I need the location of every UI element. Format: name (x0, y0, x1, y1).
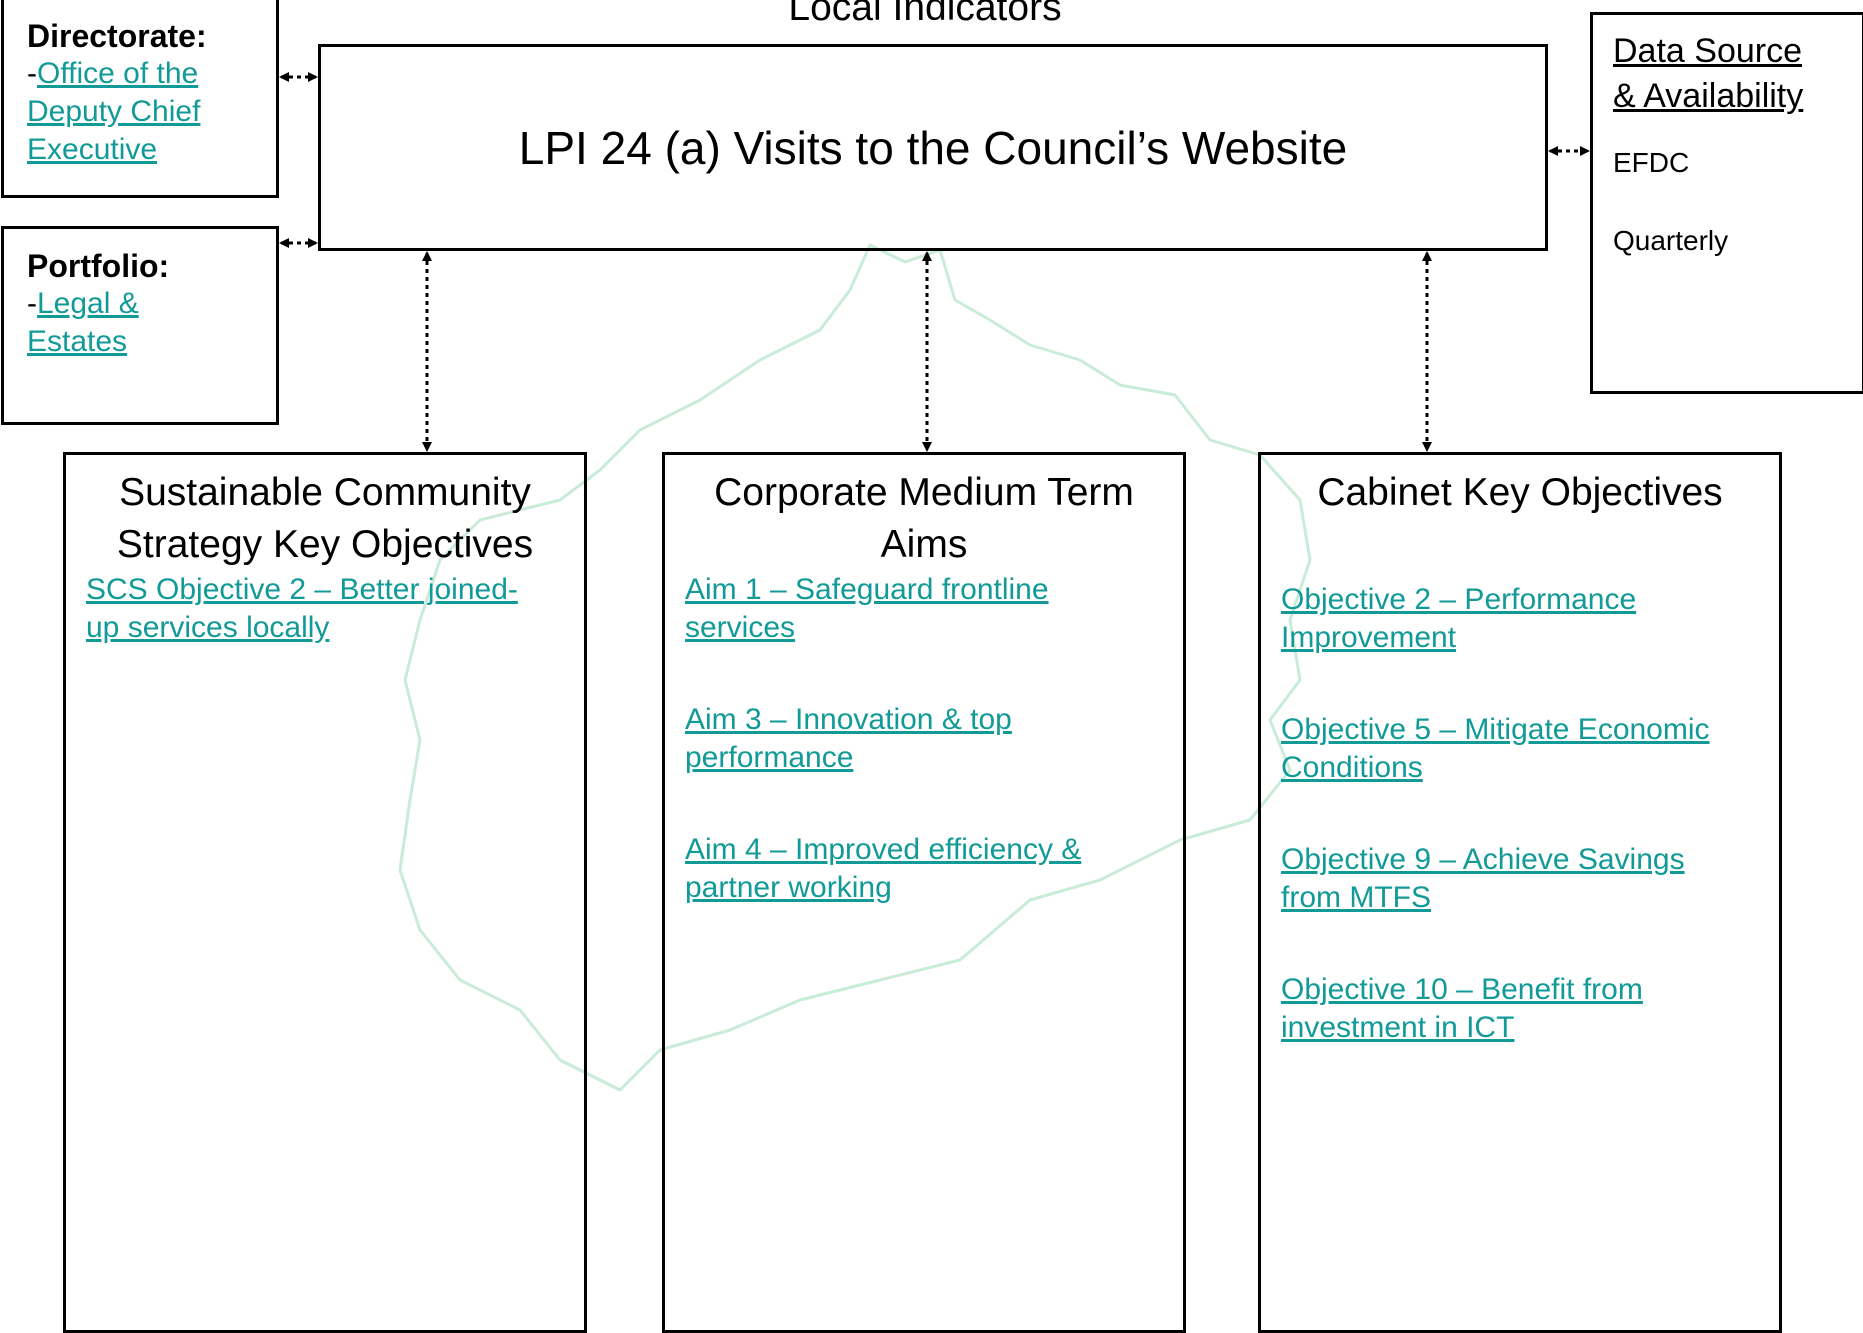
data-frequency-value: Quarterly (1613, 225, 1729, 256)
scs-objective-2-line-1[interactable]: SCS Objective 2 – Better joined- (86, 573, 518, 606)
portfolio-link-line-2[interactable]: Estates (27, 325, 128, 358)
data-source-heading-line-2: & Availability (1613, 77, 1804, 115)
scs-objective-2-line-2[interactable]: up services locally (86, 611, 330, 644)
directorate-prefix: - (27, 57, 37, 90)
column-scs-title-line-1: Sustainable Community (119, 471, 531, 514)
scs-objective-2-link[interactable]: SCS Objective 2 – Better joined- up serv… (86, 571, 564, 647)
aim-1-line-2[interactable]: services (685, 611, 796, 644)
directorate-link-line-1[interactable]: Office of the (37, 57, 199, 90)
aim-1-line-1[interactable]: Aim 1 – Safeguard frontline (685, 573, 1049, 606)
column-corporate-links: Aim 1 – Safeguard frontline services Aim… (685, 571, 1163, 907)
column-cabinet-title-line-1: Cabinet Key Objectives (1317, 471, 1723, 514)
objective-10-line-2[interactable]: investment in ICT (1281, 1011, 1515, 1044)
column-scs-title-line-2: Strategy Key Objectives (116, 523, 534, 566)
objective-5-line-2[interactable]: Conditions (1281, 751, 1423, 784)
directorate-link-line-2[interactable]: Deputy Chief (27, 95, 201, 128)
objective-9-line-2[interactable]: from MTFS (1281, 881, 1431, 914)
data-source-box: Data Source & Availability EFDC Quarterl… (1590, 12, 1863, 394)
objective-2-link[interactable]: Objective 2 – Performance Improvement (1281, 581, 1759, 657)
directorate-label: Directorate: (27, 18, 207, 54)
column-cabinet-objectives: Cabinet Key Objectives Objective 2 – Per… (1258, 452, 1782, 1333)
column-corporate-title-line-1: Corporate Medium Term (714, 471, 1134, 514)
objective-5-link[interactable]: Objective 5 – Mitigate Economic Conditio… (1281, 711, 1759, 787)
objective-5-line-1[interactable]: Objective 5 – Mitigate Economic (1281, 713, 1710, 746)
column-corporate-title-line-2: Aims (880, 523, 968, 566)
objective-2-line-1[interactable]: Objective 2 – Performance (1281, 583, 1637, 616)
objective-10-line-1[interactable]: Objective 10 – Benefit from (1281, 973, 1643, 1006)
portfolio-box: Portfolio: -Legal & Estates (1, 226, 279, 425)
indicator-box: LPI 24 (a) Visits to the Council’s Websi… (318, 44, 1548, 251)
data-source-heading: Data Source & Availability (1613, 29, 1862, 119)
objective-9-link[interactable]: Objective 9 – Achieve Savings from MTFS (1281, 841, 1759, 917)
aim-3-link[interactable]: Aim 3 – Innovation & top performance (685, 701, 1163, 777)
aim-3-line-1[interactable]: Aim 3 – Innovation & top (685, 703, 1012, 736)
column-scs-objectives: Sustainable Community Strategy Key Objec… (63, 452, 587, 1333)
directorate-box: Directorate: -Office of the Deputy Chief… (1, 0, 279, 198)
objective-9-line-1[interactable]: Objective 9 – Achieve Savings (1281, 843, 1685, 876)
portfolio-label: Portfolio: (27, 248, 170, 284)
objective-2-line-2[interactable]: Improvement (1281, 621, 1457, 654)
column-scs-links: SCS Objective 2 – Better joined- up serv… (86, 571, 564, 647)
column-cabinet-links: Objective 2 – Performance Improvement Ob… (1281, 581, 1759, 1047)
data-source-value: EFDC (1613, 147, 1690, 178)
portfolio-prefix: - (27, 287, 37, 320)
column-corporate-aims: Corporate Medium Term Aims Aim 1 – Safeg… (662, 452, 1186, 1333)
aim-4-link[interactable]: Aim 4 – Improved efficiency & partner wo… (685, 831, 1163, 907)
portfolio-link-line-1[interactable]: Legal & (37, 287, 139, 320)
column-cabinet-title: Cabinet Key Objectives (1271, 467, 1769, 519)
objective-10-link[interactable]: Objective 10 – Benefit from investment i… (1281, 971, 1759, 1047)
column-scs-title: Sustainable Community Strategy Key Objec… (76, 467, 574, 571)
aim-3-line-2[interactable]: performance (685, 741, 854, 774)
aim-4-line-2[interactable]: partner working (685, 871, 892, 904)
column-corporate-title: Corporate Medium Term Aims (675, 467, 1173, 571)
directorate-link-line-3[interactable]: Executive (27, 133, 158, 166)
aim-4-line-1[interactable]: Aim 4 – Improved efficiency & (685, 833, 1082, 866)
data-source-heading-line-1: Data Source (1613, 32, 1802, 70)
page-title: Local Indicators (788, 0, 1062, 29)
indicator-title: LPI 24 (a) Visits to the Council’s Websi… (518, 121, 1348, 174)
aim-1-link[interactable]: Aim 1 – Safeguard frontline services (685, 571, 1163, 647)
